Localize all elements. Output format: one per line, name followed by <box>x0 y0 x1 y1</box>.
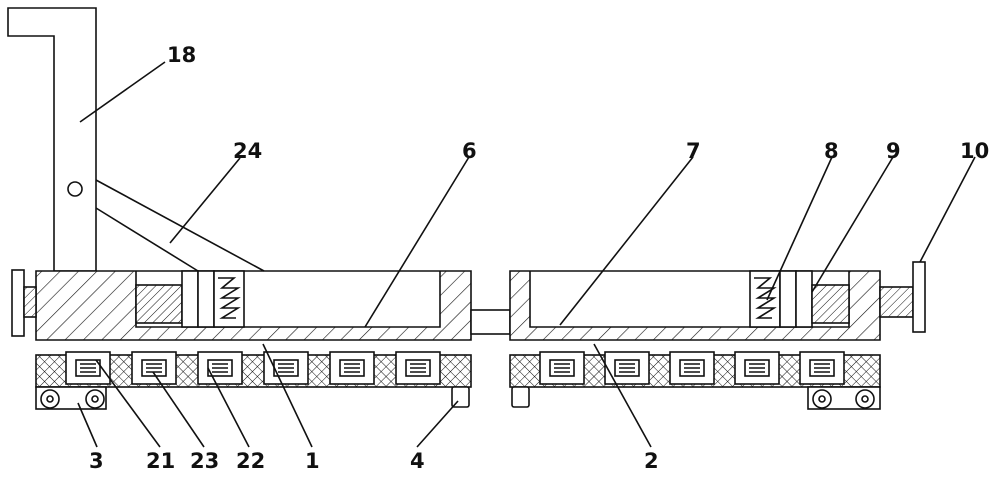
left-base-plate <box>35 351 472 388</box>
label-1: 1 <box>305 449 320 473</box>
brace-part-24 <box>95 179 265 272</box>
feet-part-4 <box>451 386 530 408</box>
label-18: 18 <box>167 43 196 67</box>
right-base-plate <box>509 351 881 388</box>
label-2: 2 <box>644 449 659 473</box>
label-3: 3 <box>89 449 104 473</box>
connecting-rod <box>470 309 511 335</box>
label-22: 22 <box>236 449 265 473</box>
leader-lines <box>77 61 976 448</box>
label-24: 24 <box>233 139 262 163</box>
label-4: 4 <box>410 449 425 473</box>
label-6: 6 <box>462 139 477 163</box>
right-housing <box>509 261 926 341</box>
label-21: 21 <box>146 449 175 473</box>
label-23: 23 <box>190 449 219 473</box>
label-8: 8 <box>824 139 839 163</box>
wheels-part-3 <box>35 386 881 410</box>
label-7: 7 <box>686 139 701 163</box>
left-housing <box>11 269 472 341</box>
handle-part-18 <box>7 7 97 272</box>
label-9: 9 <box>886 139 901 163</box>
label-10: 10 <box>960 139 989 163</box>
